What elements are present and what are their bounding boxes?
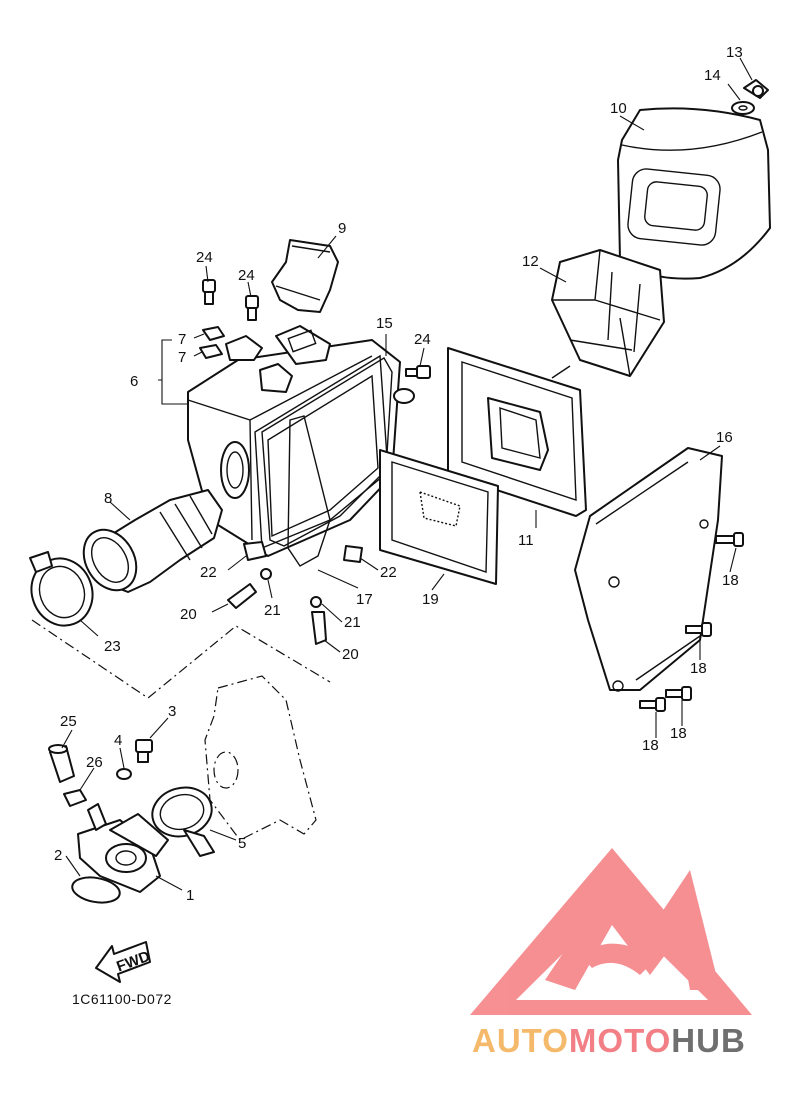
brand-part-auto: AUTO [472, 1022, 569, 1059]
callout-24-b: 24 [238, 267, 255, 284]
callout-25: 25 [60, 713, 77, 730]
callout-23: 23 [104, 638, 121, 655]
callout-14: 14 [704, 67, 721, 84]
callout-20-b: 20 [342, 646, 359, 663]
callout-1: 1 [186, 887, 194, 904]
brand-wordmark: AUTOMOTOHUB [472, 1022, 746, 1060]
air-filter-case [187, 325, 415, 557]
callout-26: 26 [86, 754, 103, 771]
callout-22-b: 22 [380, 564, 397, 581]
callout-15: 15 [376, 315, 393, 332]
clip [260, 568, 272, 580]
callout-12: 12 [522, 253, 539, 270]
nut [202, 326, 225, 341]
screw [685, 622, 712, 637]
diagram-code: 1C61100-D072 [72, 991, 172, 1007]
engine-outline [31, 619, 331, 841]
callout-4: 4 [114, 732, 122, 749]
screw [665, 686, 692, 701]
callout-21-b: 21 [344, 614, 361, 631]
clip [310, 596, 322, 608]
callout-17: 17 [356, 591, 373, 608]
brand-part-moto: MOTO [568, 1022, 672, 1059]
air-filter-element [617, 107, 771, 280]
callout-24-c: 24 [414, 331, 431, 348]
callout-3: 3 [168, 703, 176, 720]
washer [731, 101, 755, 115]
screw [715, 532, 744, 547]
element-guide-cage [551, 249, 665, 377]
callout-8: 8 [104, 490, 112, 507]
o-ring [71, 876, 121, 904]
callout-24-a: 24 [196, 249, 213, 266]
wing-nut [743, 79, 769, 99]
hose-clamp [29, 551, 94, 627]
callout-11: 11 [518, 532, 534, 549]
clip [343, 545, 363, 563]
brand-part-hub: HUB [671, 1022, 746, 1059]
callouts: 13 14 10 9 12 24 24 15 24 7 7 6 16 8 11 … [54, 44, 743, 904]
bolt [405, 365, 431, 379]
callout-7-a: 7 [178, 331, 186, 348]
clip [63, 789, 87, 807]
forward-arrow: FWD [95, 941, 152, 983]
callout-2: 2 [54, 847, 62, 864]
element-frame [447, 347, 587, 517]
callout-10: 10 [610, 100, 627, 117]
washer [116, 768, 132, 780]
callout-22-a: 22 [200, 564, 217, 581]
cap [48, 744, 75, 783]
callout-21-a: 21 [264, 602, 281, 619]
drain-plug [227, 583, 257, 609]
callout-9: 9 [338, 220, 346, 237]
callout-20-a: 20 [180, 606, 197, 623]
screw [639, 697, 666, 712]
brand-logo-mark [470, 848, 752, 1015]
callout-18-c: 18 [642, 737, 659, 754]
callout-19: 19 [422, 591, 439, 608]
drain-plug [311, 611, 327, 645]
callout-13: 13 [726, 44, 743, 61]
callout-6: 6 [130, 373, 138, 390]
callout-18-b: 18 [690, 660, 707, 677]
carburetor-clamp [151, 786, 215, 857]
intake-joint [271, 239, 339, 313]
callout-18-a: 18 [722, 572, 739, 589]
nut [199, 344, 223, 359]
bolt [245, 295, 259, 321]
callout-7-b: 7 [178, 349, 186, 366]
callout-18-d: 18 [670, 725, 687, 742]
callout-16: 16 [716, 429, 733, 446]
leader-lines [61, 57, 753, 891]
clip [243, 541, 267, 561]
bolt [202, 279, 216, 305]
carburetor-joint [82, 489, 223, 593]
callout-5: 5 [238, 835, 246, 852]
bolt [135, 739, 153, 763]
filter-screen [379, 449, 499, 585]
intake-manifold [77, 803, 169, 893]
case-seal [261, 357, 393, 547]
seal-loop [287, 415, 331, 567]
